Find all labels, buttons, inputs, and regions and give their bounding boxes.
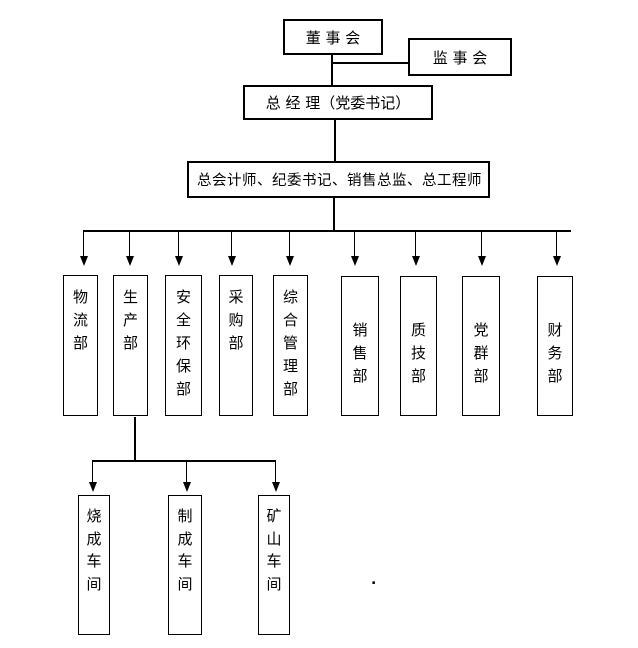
- workshop-label: 矿山车间: [266, 507, 282, 593]
- connector-executives-to-bus: [333, 198, 335, 231]
- arrow-to-safety-env: [174, 232, 183, 266]
- department-box-general-mgmt: 综合管理部: [273, 275, 308, 416]
- workshop-label: 烧成车间: [86, 507, 102, 593]
- department-label: 生产部: [122, 288, 138, 352]
- department-box-quality-tech: 质技部: [400, 276, 437, 416]
- department-label: 财务部: [547, 321, 563, 385]
- department-label: 销售部: [352, 321, 368, 385]
- department-box-party-mass: 党群部: [462, 276, 500, 416]
- arrow-to-production: [125, 232, 134, 266]
- supervisory-board-label: 监 事 会: [432, 48, 488, 67]
- department-label: 采购部: [228, 288, 244, 352]
- executives-box: 总会计师、纪委书记、销售总监、总工程师: [187, 161, 490, 198]
- arrow-to-logistics: [79, 232, 88, 266]
- connector-gm-to-executives: [334, 120, 336, 161]
- connector-production-to-workshops: [134, 417, 136, 462]
- workshop-box-mining: 矿山车间: [258, 495, 290, 635]
- department-box-purchasing: 采购部: [219, 275, 253, 416]
- arrow-to-quality-tech: [411, 232, 420, 266]
- general-manager-box: 总 经 理（党委书记）: [243, 85, 433, 120]
- department-label: 质技部: [410, 321, 426, 385]
- arrow-to-party-mass: [477, 232, 486, 266]
- arrow-to-sales: [350, 232, 359, 266]
- executives-label: 总会计师、纪委书记、销售总监、总工程师: [197, 173, 482, 189]
- workshop-label: 制成车间: [177, 507, 193, 593]
- arrow-to-mining: [271, 462, 280, 492]
- department-bus-line: [83, 230, 571, 232]
- connector-to-supervisory: [331, 62, 408, 64]
- connector-board-to-gm: [331, 55, 333, 85]
- workshop-box-sintering: 烧成车间: [78, 495, 110, 635]
- department-label: 党群部: [473, 321, 489, 385]
- arrow-to-finishing: [182, 462, 191, 492]
- department-label: 综合管理部: [282, 288, 298, 398]
- arrow-to-sintering: [88, 462, 97, 492]
- board-of-directors-label: 董 事 会: [305, 28, 361, 47]
- department-box-production: 生产部: [113, 275, 148, 416]
- stray-period-mark: .: [371, 572, 377, 588]
- department-label: 物流部: [72, 288, 88, 352]
- department-box-safety-env: 安全环保部: [165, 275, 202, 416]
- arrow-to-purchasing: [227, 232, 236, 266]
- arrow-to-finance: [552, 232, 561, 266]
- board-of-directors-box: 董 事 会: [283, 19, 383, 55]
- workshop-box-finishing: 制成车间: [168, 495, 202, 635]
- department-box-sales: 销售部: [341, 276, 379, 416]
- department-label: 安全环保部: [175, 288, 191, 398]
- arrow-to-general-mgmt: [285, 232, 294, 266]
- general-manager-label: 总 经 理（党委书记）: [265, 94, 411, 112]
- workshop-bus-line: [92, 460, 276, 462]
- department-box-finance: 财务部: [537, 276, 573, 416]
- department-box-logistics: 物流部: [63, 275, 98, 416]
- supervisory-board-box: 监 事 会: [408, 38, 512, 76]
